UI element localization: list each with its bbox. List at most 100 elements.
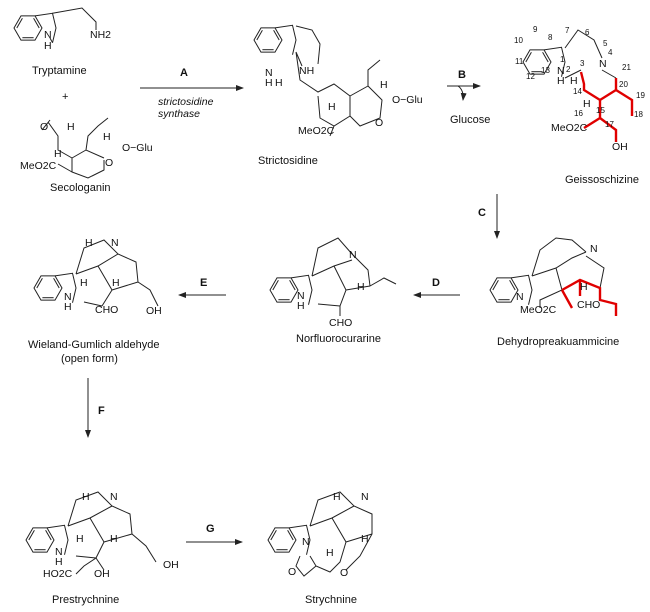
atom-N: N (55, 546, 63, 558)
highlighted-bond (579, 71, 634, 142)
atom-H: H (76, 533, 84, 545)
pyrrole-ring (543, 46, 566, 77)
atom-H: H (67, 121, 75, 133)
name-norfluorocurarine: Norfluorocurarine (296, 333, 381, 345)
double-bond (33, 18, 40, 29)
atom-H: H (361, 533, 369, 545)
atom-number-4: 4 (608, 48, 613, 57)
pyrrole-ring (510, 274, 533, 305)
atom-number-6: 6 (585, 28, 590, 37)
bond (52, 7, 97, 30)
benzene-ring (13, 15, 43, 41)
atom-N: N (590, 243, 598, 255)
step-F-label: F (98, 405, 105, 417)
atom-number-9: 9 (533, 25, 538, 34)
atom-H: H (265, 77, 273, 89)
step-C-label: C (478, 207, 486, 219)
double-bond (509, 280, 516, 291)
atom-number-18: 18 (634, 110, 643, 119)
atom-H: H (297, 300, 305, 312)
atom-number-16: 16 (574, 109, 583, 118)
atom-N: N (302, 536, 310, 548)
benzene-ring (253, 27, 283, 53)
step-A-enzyme-2: synthase (158, 108, 200, 120)
step-G-label: G (206, 523, 215, 535)
pyrrole-ring (288, 524, 311, 555)
atom-MeO2C: MeO2C (20, 160, 57, 172)
pyrrole-ring (46, 524, 69, 555)
atom-NH: NH (299, 65, 314, 77)
step-B-label: B (458, 69, 466, 81)
atom-number-1: 1 (560, 55, 565, 64)
atom-number-17: 17 (605, 120, 614, 129)
arrow-B-glucose-curve (457, 85, 467, 101)
atom-CHO: CHO (577, 299, 600, 311)
atom-O: O (105, 157, 113, 169)
plus-sign: + (62, 91, 68, 103)
atom-O: O (375, 117, 383, 129)
pyrrole-ring (34, 12, 57, 43)
atom-CHO: CHO (95, 304, 118, 316)
double-bond (289, 280, 296, 291)
atom-H: H (357, 281, 365, 293)
atom-number-14: 14 (573, 87, 582, 96)
atom-number-2: 2 (566, 65, 571, 74)
atom-number-11: 11 (515, 57, 524, 66)
double-bond (492, 280, 499, 291)
atom-N: N (64, 291, 72, 303)
atom-H: H (54, 148, 62, 160)
molecule-bonds (13, 7, 617, 577)
atom-N: N (110, 491, 118, 503)
atom-number-5: 5 (603, 39, 608, 48)
atom-number-7: 7 (565, 26, 570, 35)
double-bond (287, 530, 294, 541)
atom-N: N (361, 491, 369, 503)
atom-number-10: 10 (514, 36, 523, 45)
atom-H: H (570, 75, 578, 87)
pyrrole-ring (274, 24, 297, 55)
atom-O: O (40, 121, 48, 133)
atom-N: N (349, 249, 357, 261)
bond (295, 25, 383, 137)
atom-OGlu: O−Glu (122, 142, 153, 154)
atom-number-19: 19 (636, 91, 645, 100)
atom-H: H (275, 77, 283, 89)
bond (295, 491, 373, 577)
bond (75, 239, 159, 307)
atom-number-15: 15 (596, 106, 605, 115)
atom-H: H (85, 237, 93, 249)
bond (311, 237, 397, 316)
double-bond (16, 18, 23, 29)
atom-N: N (599, 58, 607, 70)
atom-number-3: 3 (580, 59, 585, 68)
atom-H: H (328, 101, 336, 113)
benzene-ring (269, 277, 299, 303)
atom-N: N (516, 291, 524, 303)
atom-MeO2C: MeO2C (520, 304, 557, 316)
double-bond (270, 530, 277, 541)
name-geissoschizine: Geissoschizine (565, 174, 639, 186)
bond (67, 491, 157, 575)
name-strychnine: Strychnine (305, 594, 357, 606)
atom-CHO: CHO (329, 317, 352, 329)
atom-OH: OH (94, 568, 110, 580)
double-bond (45, 530, 52, 541)
atom-H: H (580, 281, 588, 293)
atom-MeO2C: MeO2C (298, 125, 335, 137)
atom-N: N (265, 67, 273, 79)
atom-number-20: 20 (619, 80, 628, 89)
benzene-ring (267, 527, 297, 553)
name-dehydropreakuammicine: Dehydropreakuammicine (497, 336, 619, 348)
bond (564, 29, 617, 79)
double-bond (542, 52, 549, 63)
step-B-glucose: Glucose (450, 114, 490, 126)
step-A-label: A (180, 67, 188, 79)
bond (49, 37, 53, 43)
atom-H: H (583, 98, 591, 110)
atom-H: H (110, 533, 118, 545)
pyrrole-ring (54, 272, 77, 303)
atom-number-21: 21 (622, 63, 631, 72)
atom-number-12: 12 (526, 72, 535, 81)
benzene-ring (489, 277, 519, 303)
